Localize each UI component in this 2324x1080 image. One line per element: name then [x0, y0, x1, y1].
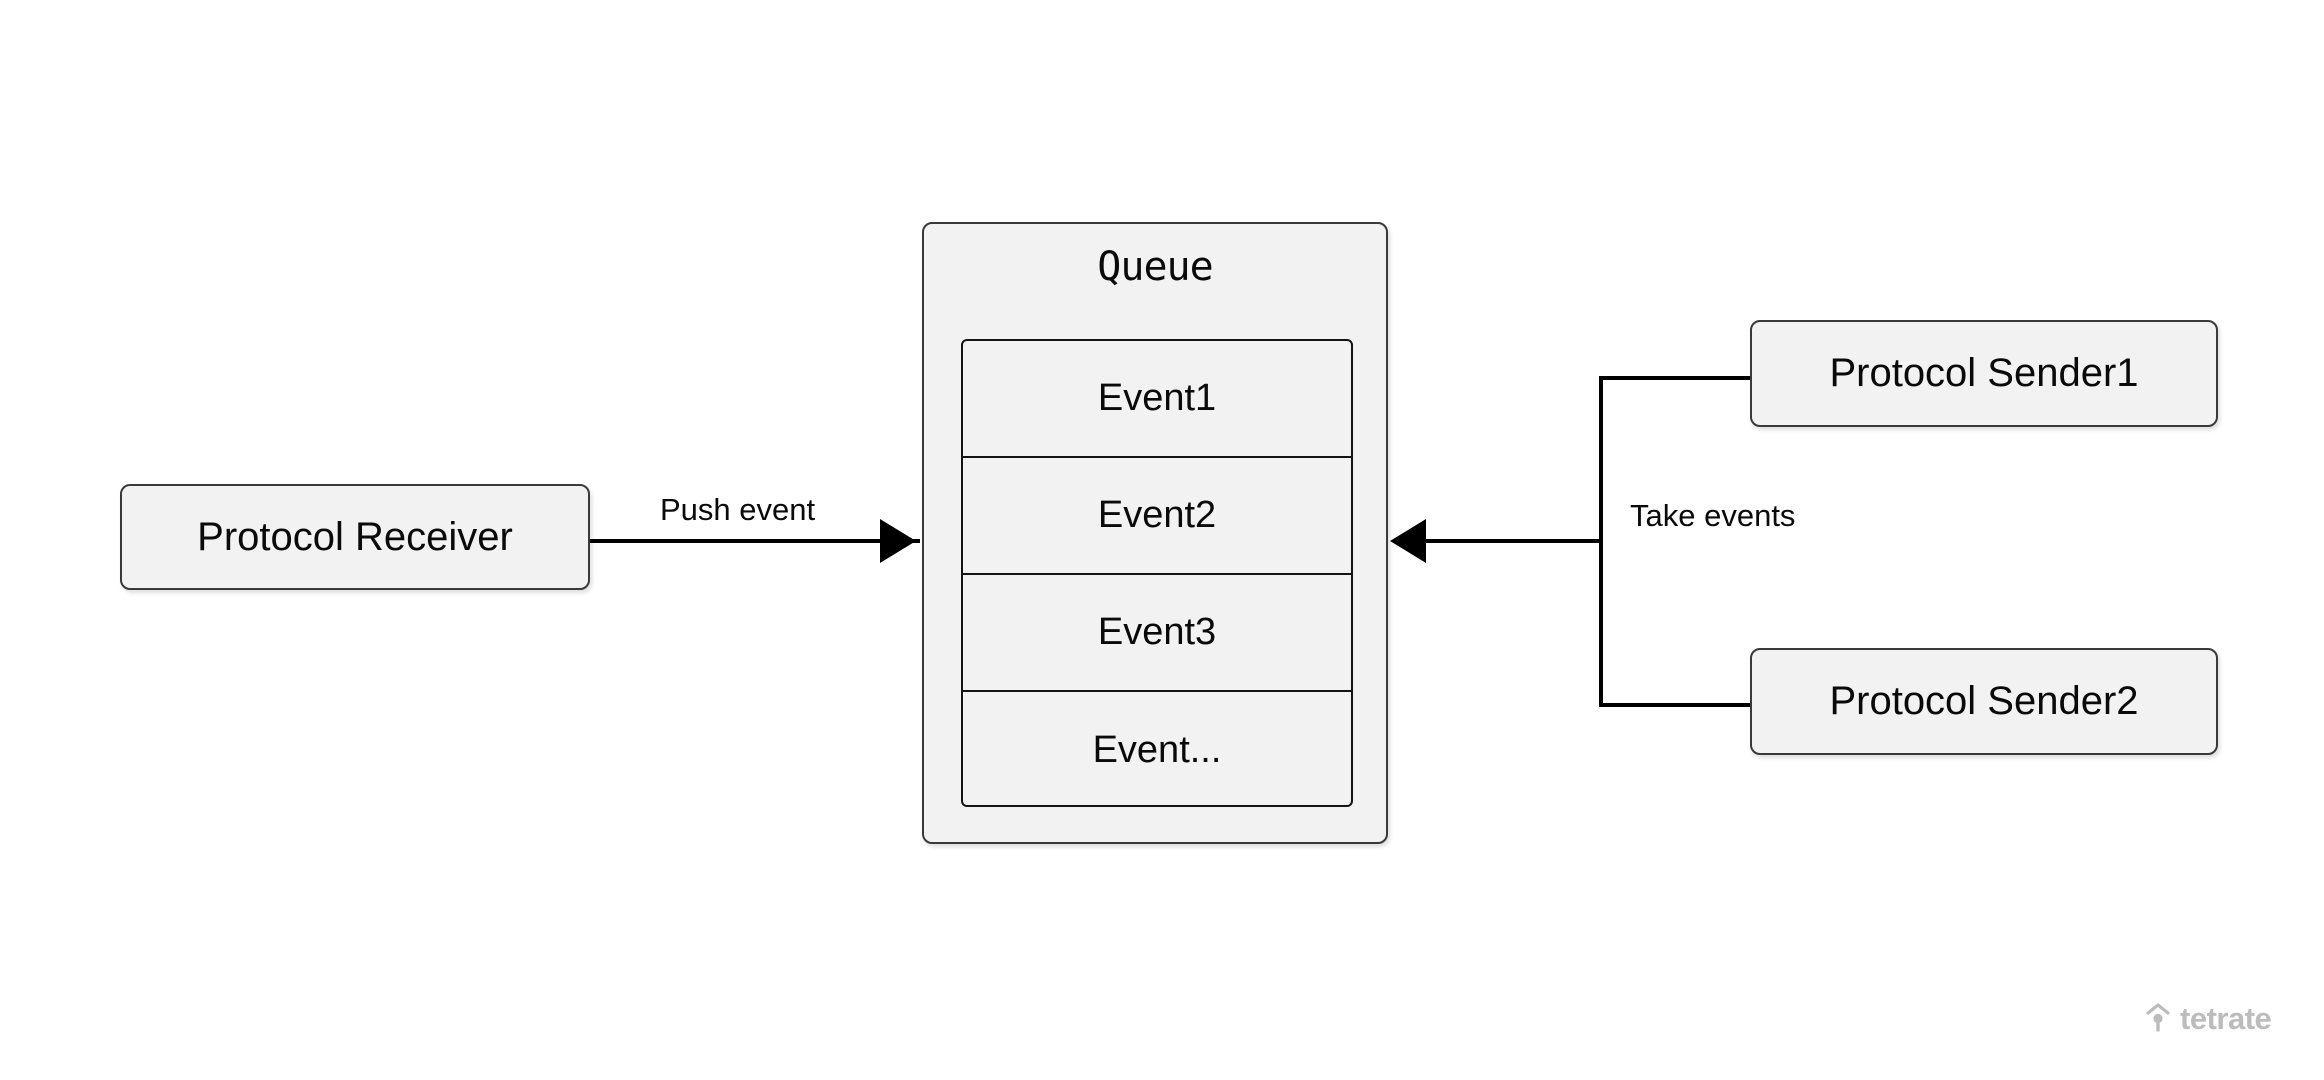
node-protocol-sender2[interactable]: Protocol Sender2 — [1750, 648, 2218, 755]
node-queue-title: Queue — [1097, 244, 1213, 290]
edge-take-events-branch-sender1 — [1599, 376, 1754, 380]
edge-take-events-label: Take events — [1624, 498, 1802, 534]
edge-take-events-arrowhead-icon — [1390, 519, 1426, 563]
queue-event-item[interactable]: Event1 — [963, 341, 1351, 458]
queue-events-list: Event1 Event2 Event3 Event... — [961, 339, 1353, 807]
node-protocol-receiver-label: Protocol Receiver — [197, 514, 513, 559]
node-protocol-sender2-label: Protocol Sender2 — [1829, 679, 2139, 723]
edge-push-event-label: Push event — [654, 492, 822, 528]
edge-take-events-main-line — [1424, 539, 1603, 543]
watermark-text: tetrate — [2180, 1000, 2272, 1036]
node-queue[interactable]: Queue Event1 Event2 Event3 Event... — [922, 222, 1388, 844]
edge-push-event-arrowhead-icon — [880, 519, 916, 563]
node-protocol-sender1[interactable]: Protocol Sender1 — [1750, 320, 2218, 427]
queue-event-item[interactable]: Event... — [1092, 729, 1222, 771]
tetrate-logo-icon — [2146, 1003, 2170, 1032]
watermark: tetrate — [2145, 1000, 2272, 1036]
edge-push-event-line — [590, 539, 920, 543]
queue-event-item[interactable]: Event2 — [963, 458, 1351, 575]
node-protocol-receiver[interactable]: Protocol Receiver — [120, 484, 590, 590]
node-protocol-sender1-label: Protocol Sender1 — [1829, 351, 2139, 395]
edge-take-events-vertical-line — [1599, 376, 1603, 707]
queue-event-item[interactable]: Event3 — [963, 575, 1351, 692]
edge-take-events-branch-sender2 — [1599, 703, 1754, 707]
